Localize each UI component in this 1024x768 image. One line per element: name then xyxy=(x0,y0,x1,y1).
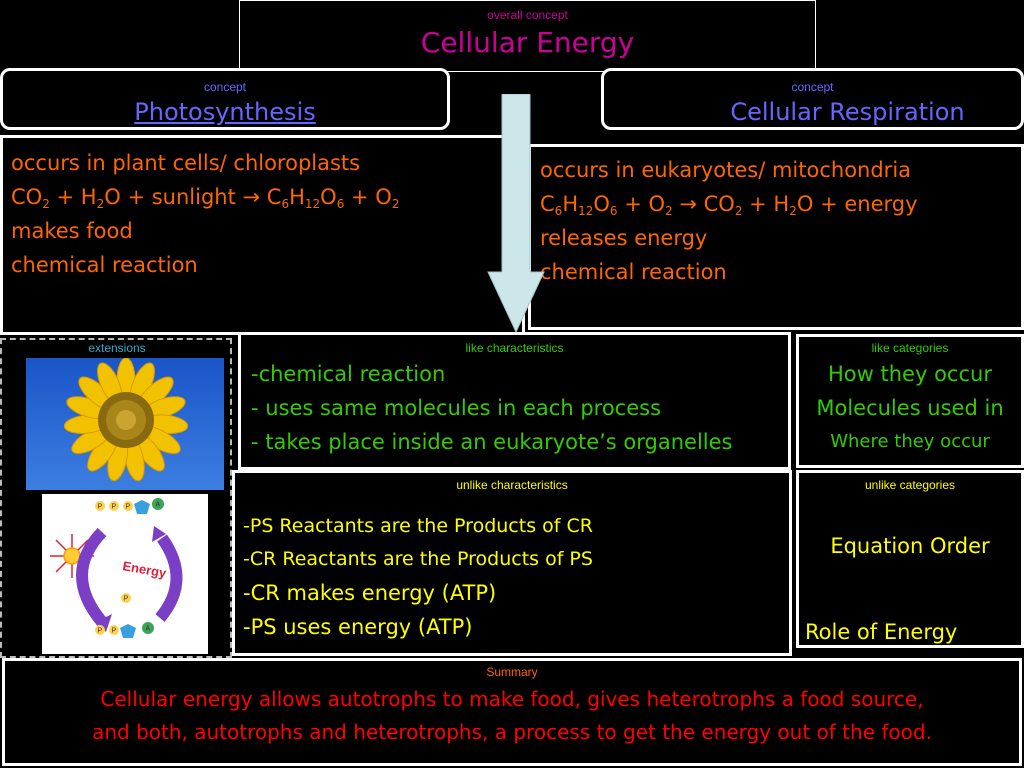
free-phosphate: P xyxy=(124,596,129,603)
adp-phosphate-1: P xyxy=(98,628,103,635)
photosynthesis-details: occurs in plant cells/ chloroplasts CO2 … xyxy=(0,135,525,335)
like-characteristics-label: like characteristics xyxy=(465,341,564,355)
overall-concept-label: overall concept xyxy=(487,8,568,22)
page-title: Cellular Energy xyxy=(420,26,635,59)
like-category-item: Where they occur xyxy=(830,431,990,452)
photosynthesis-concept-label: concept xyxy=(203,80,247,94)
summary-panel: Summary Cellular energy allows autotroph… xyxy=(2,658,1022,766)
unlike-characteristic-item: -CR makes energy (ATP) xyxy=(243,581,497,605)
atp-phosphate-3: P xyxy=(126,504,131,511)
sunflower-image xyxy=(26,358,224,490)
unlike-category-item: Equation Order xyxy=(830,534,990,558)
summary-label: Summary xyxy=(486,665,538,679)
unlike-characteristic-item: -CR Reactants are the Products of PS xyxy=(243,548,593,570)
adp-adenine: A xyxy=(146,626,151,633)
like-categories-label: like categories xyxy=(871,341,949,355)
down-arrow-icon xyxy=(487,94,545,334)
like-characteristic-item: - uses same molecules in each process xyxy=(251,396,662,420)
unlike-characteristics-panel: unlike characteristics -PS Reactants are… xyxy=(232,470,792,656)
like-categories-panel: like categories How they occur Molecules… xyxy=(796,334,1024,468)
atp-adenine: A xyxy=(156,502,161,509)
unlike-categories-panel: unlike categories Equation Order Role of… xyxy=(796,470,1024,648)
reaction-arrow-icon: → xyxy=(242,185,261,209)
like-characteristic-item: -chemical reaction xyxy=(251,362,446,386)
photosynthesis-concept-box: concept Photosynthesis xyxy=(0,68,450,130)
respiration-concept-label: concept xyxy=(791,80,834,94)
respiration-concept-box: concept Cellular Respiration xyxy=(601,68,1024,130)
ps-location: occurs in plant cells/ chloroplasts xyxy=(11,151,361,175)
like-category-item: How they occur xyxy=(828,362,992,386)
cr-equation: C6H12O6 + O2 → CO2 + H2O + energy xyxy=(540,192,918,218)
photosynthesis-title: Photosynthesis xyxy=(134,98,316,126)
ps-type: chemical reaction xyxy=(11,253,198,277)
summary-line: and both, autotrophs and heterotrophs, a… xyxy=(92,720,932,744)
unlike-characteristics-label: unlike characteristics xyxy=(456,478,568,492)
summary-line: Cellular energy allows autotrophs to mak… xyxy=(100,687,924,711)
unlike-categories-label: unlike categories xyxy=(864,478,956,492)
ps-function: makes food xyxy=(11,219,133,243)
unlike-category-item: Role of Energy xyxy=(805,620,958,644)
unlike-characteristic-item: -PS Reactants are the Products of CR xyxy=(243,515,593,537)
overall-concept-box: overall concept Cellular Energy xyxy=(239,0,816,72)
extensions-panel: extensions xyxy=(0,338,232,658)
reaction-arrow-icon: → xyxy=(672,192,704,216)
respiration-title: Cellular Respiration xyxy=(730,98,965,126)
like-category-item: Molecules used in xyxy=(816,396,1004,420)
ps-equation: CO2 + H2O + sunlight → C6H12O6 + O2 xyxy=(11,185,400,211)
adp-phosphate-2: P xyxy=(112,628,117,635)
extensions-label: extensions xyxy=(88,341,146,355)
unlike-characteristic-item: -PS uses energy (ATP) xyxy=(243,615,473,639)
cr-function: releases energy xyxy=(540,226,708,250)
cr-type: chemical reaction xyxy=(540,260,727,284)
energy-cycle-image: P P P A Energy P P P A xyxy=(42,494,208,654)
atp-phosphate-2: P xyxy=(112,504,117,511)
like-characteristics-panel: like characteristics -chemical reaction … xyxy=(238,332,791,470)
atp-phosphate-1: P xyxy=(98,504,103,511)
cr-location: occurs in eukaryotes/ mitochondria xyxy=(540,158,912,182)
respiration-details: occurs in eukaryotes/ mitochondria C6H12… xyxy=(528,144,1024,330)
like-characteristic-item: - takes place inside an eukaryote’s orga… xyxy=(251,430,733,454)
